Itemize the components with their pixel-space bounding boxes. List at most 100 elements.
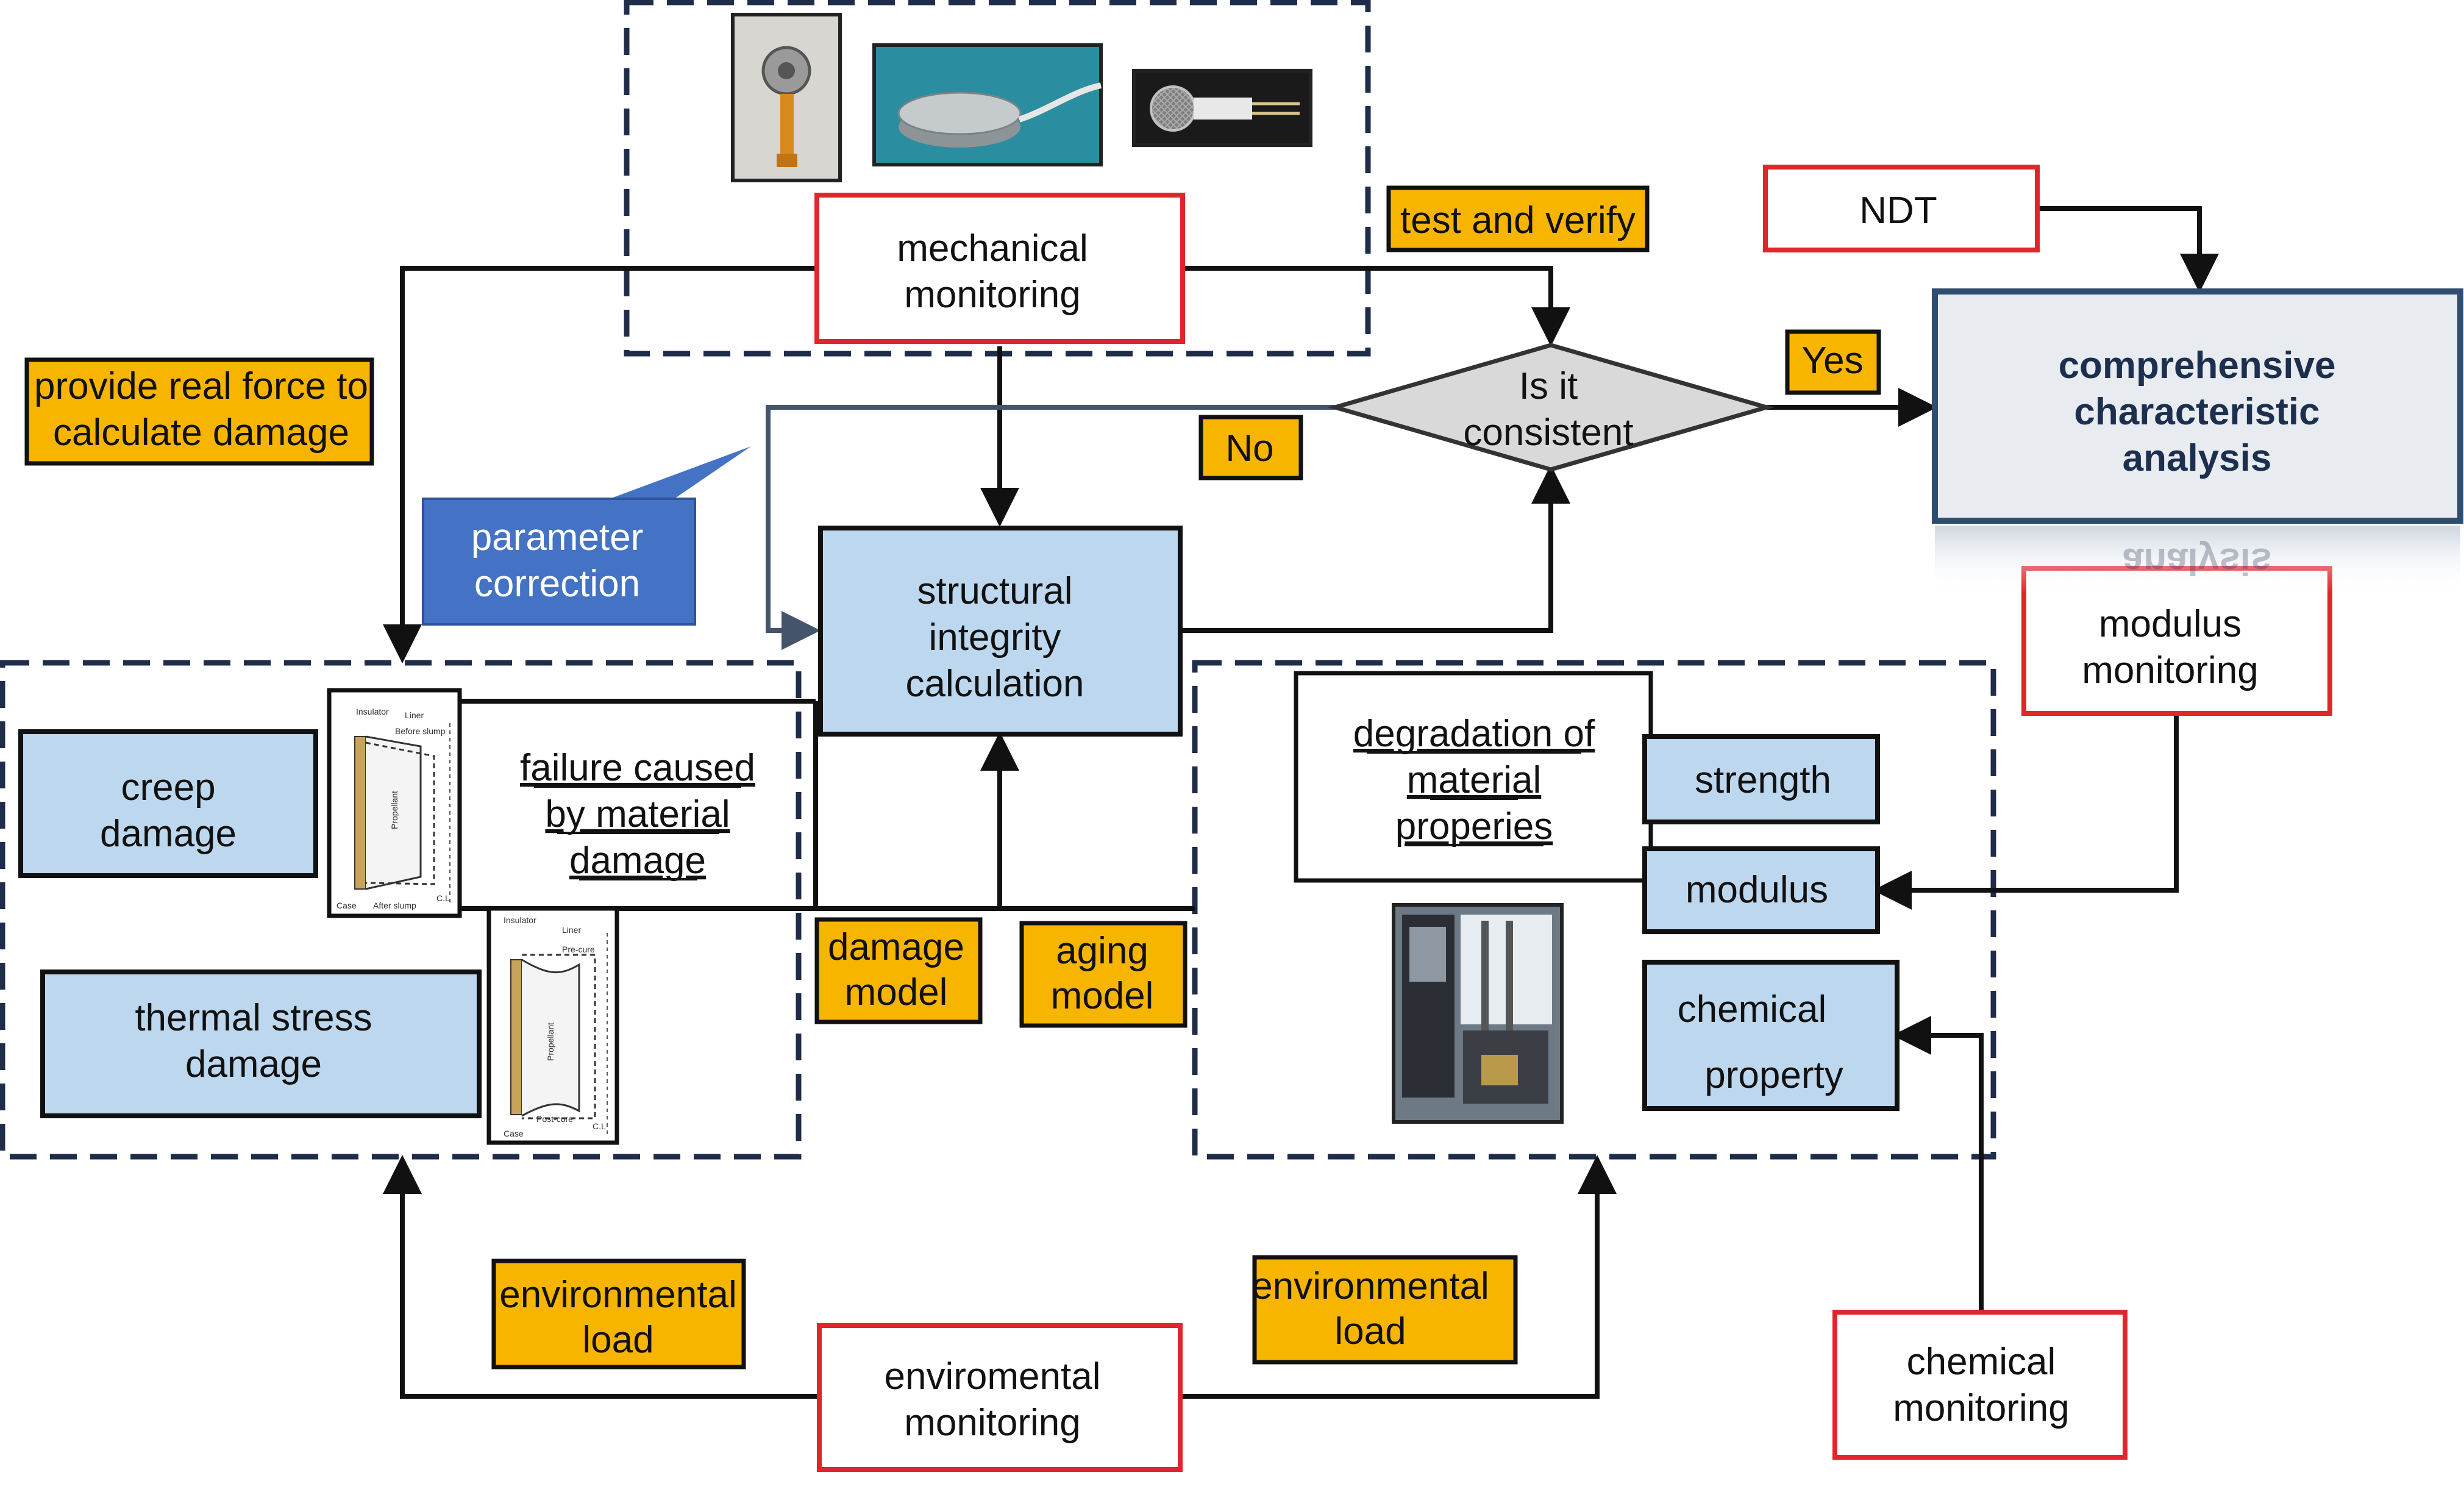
chemical-monitoring-label-1: chemical: [1907, 1341, 2056, 1383]
environmental-load-left-label-1: environmental: [499, 1274, 736, 1316]
material-testing-machine-photo-icon: [1392, 903, 1564, 1124]
degradation-label-3: properies: [1395, 805, 1553, 848]
failure-caused-label-3: damage: [569, 840, 706, 882]
line-chemmon-to-chemical: [1892, 1016, 1984, 1312]
creep-damage-box: creep damage: [18, 729, 318, 878]
parameter-correction-label-1: parameter: [471, 516, 644, 559]
grain-slump-schematic: Insulator Liner Before slump Propellant …: [327, 688, 462, 918]
grain-bottom-label-cl: C.L: [593, 1121, 606, 1131]
environmental-load-right-label-1: environmental: [1252, 1265, 1489, 1307]
line-mech-to-decision: [1183, 266, 1570, 346]
failure-caused-label-2: by material: [545, 793, 730, 835]
aging-model-tag: aging model: [1019, 921, 1187, 1028]
analysis-label-3: analysis: [2123, 437, 2272, 479]
chemical-monitoring-box: chemical monitoring: [1832, 1310, 2128, 1460]
line-env-to-damage: [383, 1155, 817, 1399]
consistency-decision: Is it consistent: [1327, 343, 1775, 472]
ndt-box: NDT: [1763, 165, 2040, 252]
grain-top-label-insulator: Insulator: [356, 707, 389, 716]
provide-real-force-tag: provide real force to calculate damage: [24, 357, 374, 466]
modulus-box: modulus: [1642, 846, 1880, 934]
grain-bottom-label-case: Case: [504, 1129, 524, 1138]
analysis-reflection-text: analysis: [2123, 540, 2272, 582]
analysis-reflection: analysis: [1935, 526, 2460, 593]
creep-damage-label-1: creep: [121, 766, 215, 809]
enviromental-monitoring-label-2: monitoring: [904, 1402, 1080, 1444]
structural-integrity-box: structural integrity calculation: [818, 526, 1183, 737]
thermal-stress-label-1: thermal stress: [135, 997, 372, 1039]
mechanical-monitoring-box: mechanical monitoring: [814, 193, 1185, 344]
analysis-label-2: characteristic: [2074, 391, 2320, 433]
environmental-load-left-label-2: load: [582, 1319, 653, 1361]
grain-bottom-label-postcure: Post-cure: [536, 1114, 573, 1124]
degradation-box: degradation of material properies: [1294, 671, 1653, 883]
strength-label: strength: [1695, 759, 1831, 801]
structural-label-2: integrity: [928, 616, 1061, 659]
ndt-label: NDT: [1859, 190, 1937, 232]
chemical-monitoring-label-2: monitoring: [1893, 1387, 2069, 1429]
strength-box: strength: [1642, 734, 1880, 824]
enviromental-monitoring-box: enviromental monitoring: [817, 1323, 1183, 1472]
modulus-monitoring-label-1: modulus: [2099, 603, 2241, 645]
aging-model-label-2: model: [1051, 975, 1154, 1017]
line-env-to-material: [1179, 1155, 1617, 1399]
environmental-load-right-label-2: load: [1334, 1310, 1406, 1352]
grain-bottom-label-liner: Liner: [562, 925, 581, 935]
analysis-label-1: comprehensive: [2059, 345, 2336, 387]
failure-caused-label-1: failure caused: [520, 747, 755, 789]
grain-top-label-before: Before slump: [395, 726, 446, 736]
line-no-feedback: [766, 405, 1335, 650]
damage-model-label-1: damage: [828, 926, 964, 968]
button-load-cell-photo-icon: [872, 43, 1103, 166]
environmental-load-right-tag: environmental load: [1252, 1255, 1518, 1365]
creep-damage-label-2: damage: [100, 813, 237, 855]
provide-real-force-label-1: provide real force to: [34, 365, 368, 407]
yes-tag: Yes: [1785, 329, 1881, 395]
failure-caused-label: failure caused by material damage: [520, 747, 755, 882]
structural-label-1: structural: [917, 570, 1073, 612]
modulus-label: modulus: [1686, 869, 1828, 911]
grain-top-label-liner: Liner: [405, 710, 424, 720]
aging-model-label-1: aging: [1056, 930, 1148, 972]
chemical-property-label-2: property: [1704, 1054, 1843, 1096]
no-label: No: [1225, 427, 1273, 470]
enviromental-monitoring-label-1: enviromental: [885, 1355, 1101, 1398]
line-structural-to-decision: [1180, 465, 1570, 633]
strain-gauge-photo-icon: [1132, 69, 1312, 147]
structural-label-3: calculation: [906, 663, 1084, 705]
no-tag: No: [1198, 415, 1303, 480]
parameter-correction-label-2: correction: [474, 563, 640, 605]
degradation-label-1: degradation of: [1353, 713, 1595, 755]
yes-label: Yes: [1801, 340, 1863, 382]
environmental-load-left-tag: environmental load: [491, 1259, 746, 1369]
mechanical-monitoring-label-2: monitoring: [904, 274, 1080, 316]
comprehensive-analysis-box: comprehensive characteristic analysis: [1932, 288, 2463, 524]
provide-real-force-label-2: calculate damage: [53, 412, 349, 454]
flexible-pressure-sensor-photo-icon: [731, 13, 842, 182]
thermal-stress-damage-box: thermal stress damage: [40, 969, 482, 1118]
decision-label-2: consistent: [1463, 412, 1633, 454]
grain-cure-schematic: Insulator Liner Pre-cure Propellant Post…: [486, 906, 619, 1145]
grain-top-label-case: Case: [336, 901, 357, 910]
thermal-stress-label-2: damage: [185, 1043, 322, 1085]
grain-top-label-after: After slump: [373, 901, 416, 910]
grain-bottom-label-insulator: Insulator: [504, 915, 536, 925]
decision-label-1: Is it: [1519, 365, 1578, 407]
grain-bottom-label-propellant: Propellant: [546, 1023, 555, 1061]
parameter-correction-callout: parameter correction: [422, 446, 751, 626]
grain-top-label-propellant: Propellant: [390, 791, 399, 829]
chemical-property-label-1: chemical: [1678, 988, 1827, 1030]
grain-top-label-cl: C.L: [436, 893, 450, 903]
chemical-property-box: chemical property: [1642, 960, 1900, 1111]
test-and-verify-tag: test and verify: [1386, 185, 1650, 252]
mechanical-monitoring-label-1: mechanical: [897, 227, 1088, 270]
line-modmon-to-modulus: [1873, 715, 2179, 910]
degradation-label-2: material: [1407, 759, 1542, 801]
grain-bottom-label-precure: Pre-cure: [562, 944, 595, 954]
modulus-monitoring-label-2: monitoring: [2082, 649, 2258, 691]
test-and-verify-label: test and verify: [1400, 199, 1636, 241]
damage-model-label-2: model: [845, 971, 948, 1013]
damage-model-tag: damage model: [814, 917, 983, 1024]
line-ndt-to-analysis: [2036, 206, 2219, 293]
